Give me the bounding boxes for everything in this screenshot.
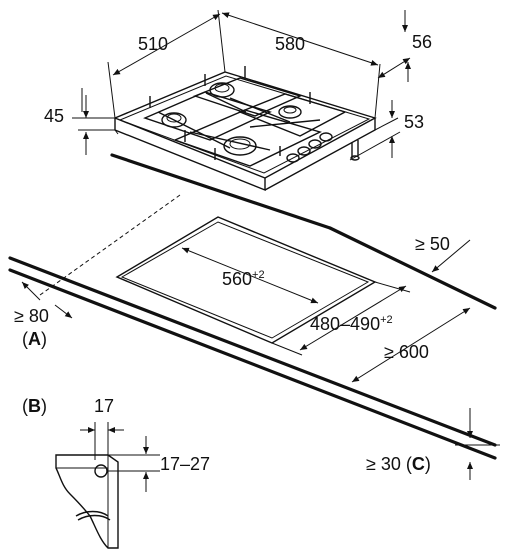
worktop-bottom-edge (8, 268, 497, 460)
dim-knob-depth: 53 (404, 112, 424, 132)
bracket-hole (94, 464, 108, 478)
callout-b: (B) (22, 396, 47, 416)
bracket-spring (75, 510, 109, 517)
callout-c-letter: C (412, 454, 425, 474)
worktop-dimension-lines (21, 239, 500, 480)
bracket-detail (55, 422, 160, 549)
pan-supports (143, 66, 347, 167)
burners (161, 82, 302, 156)
hob-front-edge (114, 118, 266, 192)
dim-cutout-depth: 480–490+2 (310, 314, 393, 334)
bracket-outline (55, 454, 119, 549)
dim-worktop-thickness: ≥ 30 (C) (366, 454, 431, 474)
dim-bracket-range: 17–27 (160, 454, 210, 474)
dim-width: 580 (275, 34, 305, 54)
dim-cutout-width: 560+2 (222, 269, 265, 289)
dim-top-margin: 56 (412, 32, 432, 52)
dim-height: 45 (44, 106, 64, 126)
dim-depth: 510 (138, 34, 168, 54)
control-knobs (286, 132, 333, 163)
hob-drawing (113, 66, 377, 192)
callout-a: (A) (22, 329, 47, 349)
dim-cutout-width-tol: +2 (252, 269, 265, 281)
dim-back-clearance: ≥ 50 (415, 234, 450, 254)
dim-min-worktop-depth: ≥ 600 (384, 342, 429, 362)
worktop-hidden-edge (39, 194, 181, 296)
dim-cutout-width-value: 560 (222, 269, 252, 289)
dim-cutout-depth-value: 480–490 (310, 314, 380, 334)
worktop-top-edge (8, 256, 497, 447)
callout-b-letter: B (28, 396, 41, 416)
callout-a-letter: A (28, 329, 41, 349)
hob-dimension-lines (72, 9, 411, 161)
dim-cutout-depth-tol: +2 (380, 314, 393, 326)
dim-front-clearance: ≥ 80 (14, 306, 49, 326)
hob-top-plate (113, 71, 377, 179)
hob-base-line (110, 153, 332, 230)
gas-connector (351, 140, 359, 158)
worktop-back-edge (328, 226, 497, 310)
dim-bracket-width: 17 (94, 396, 114, 416)
dim-worktop-thickness-value: ≥ 30 (366, 454, 401, 474)
